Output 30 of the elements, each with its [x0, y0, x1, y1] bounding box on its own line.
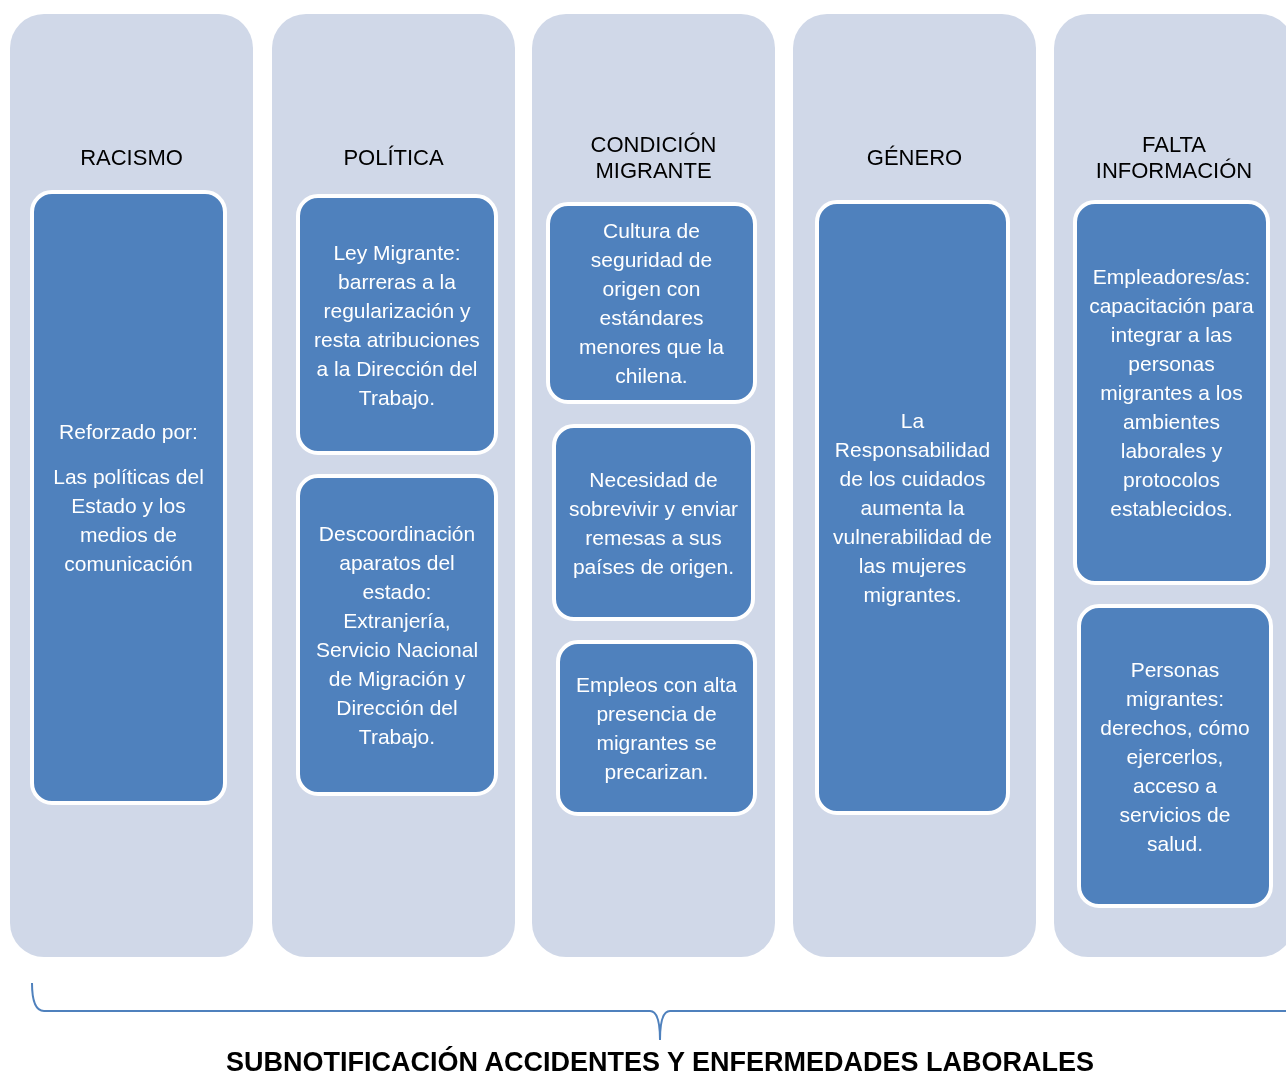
box-text: Cultura de seguridad de origen con estándares menores que la chilena. [578, 218, 725, 389]
box-text: Personas migrantes: derechos, cómo ejercerlos, acceso a servicios de salud. [1099, 656, 1251, 857]
box-text: Ley Migrante: barreras a la regularización y resta atribuciones a la Dirección del Trabajo. [313, 239, 481, 411]
info-box [296, 474, 498, 796]
column-panel [272, 14, 515, 957]
box-text: Descoordinación aparatos del estado: Extranjería, Servicio Nacional de Migración y Dirección del Trabajo. [314, 521, 480, 750]
info-box [556, 640, 757, 816]
column-heading: CONDICIÓN MIGRANTE [589, 132, 718, 184]
info-box [546, 202, 757, 404]
column-panel [1054, 14, 1286, 957]
info-box [30, 190, 227, 805]
box-text: Necesidad de sobrevivir y enviar remesas a sus países de origen. [567, 466, 740, 580]
column-heading: POLÍTICA [343, 145, 444, 171]
column-heading: FALTA INFORMACIÓN [1094, 132, 1254, 184]
info-box [552, 424, 755, 621]
column-heading: RACISMO [80, 145, 183, 171]
column-panel [793, 14, 1036, 957]
column-heading: GÉNERO [866, 145, 963, 171]
info-box [815, 200, 1010, 815]
box-text: Reforzado por: [59, 419, 198, 445]
column-panel [10, 14, 253, 957]
box-text: Empleadores/as: capacitación para integrar a las personas migrantes a los ambientes laborales y protocolos establecidos. [1088, 264, 1255, 522]
box-text: Empleos con alta presencia de migrantes se precarizan. [574, 672, 739, 785]
info-box [296, 194, 498, 455]
caption: SUBNOTIFICACIÓN ACCIDENTES Y ENFERMEDADES LABORALES [224, 1047, 1096, 1078]
info-box [1073, 200, 1270, 585]
column-panel [532, 14, 775, 957]
info-box [1077, 604, 1273, 908]
box-text: La Responsabilidad de los cuidados aumenta la vulnerabilidad de las mujeres migrantes. [832, 408, 993, 608]
box-text: Las políticas del Estado y los medios de comunicación [52, 464, 205, 577]
